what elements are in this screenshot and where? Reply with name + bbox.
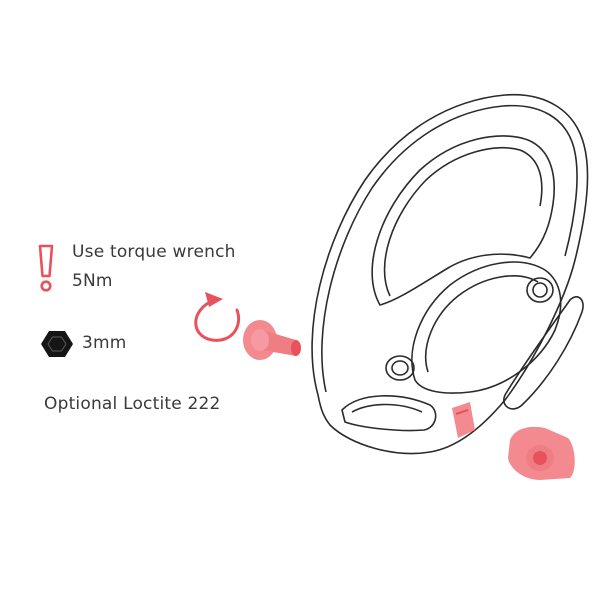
hex-key-icon (41, 331, 73, 357)
nut-part (508, 426, 575, 480)
torque-value: 5Nm (72, 271, 113, 291)
insert-part (452, 402, 475, 438)
exclamation-icon (38, 244, 54, 292)
torque-instruction: Use torque wrench (72, 242, 236, 262)
bolt-part (243, 320, 301, 360)
rotate-arrow-icon (194, 292, 240, 342)
loctite-note: Optional Loctite 222 (44, 394, 221, 414)
hex-size: 3mm (82, 333, 127, 353)
derailleur-hanger-outline (311, 93, 589, 455)
